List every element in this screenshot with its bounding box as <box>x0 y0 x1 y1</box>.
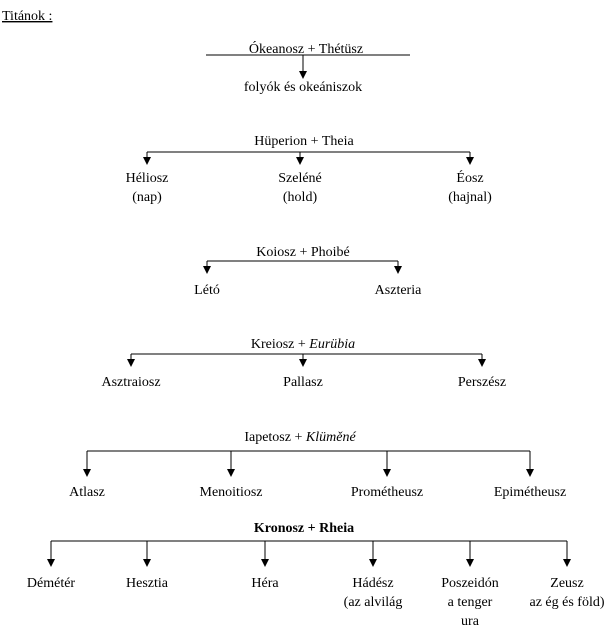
child-label: Démétér <box>27 576 76 591</box>
child-label: Zeusz <box>550 576 583 591</box>
arrow-head <box>143 559 151 567</box>
child-label: Hesztia <box>126 576 169 591</box>
child-label: folyók és okeániszok <box>244 80 362 95</box>
parents-title: Kreiosz + Eurübia <box>251 337 355 352</box>
plus-sign: + <box>307 134 322 149</box>
parent-name: Kronosz <box>254 521 304 536</box>
child-label: Aszteria <box>375 283 422 298</box>
parent-name: Hüperion <box>254 134 307 149</box>
child-label: Szeléné <box>278 171 322 186</box>
child-label: ura <box>461 614 480 629</box>
arrow-head <box>83 469 91 477</box>
arrow-head <box>203 266 211 274</box>
arrow-head <box>563 559 571 567</box>
arrow-head <box>143 157 151 165</box>
parent-name: Theia <box>322 134 355 149</box>
parents-title: Ókeanosz + Thétüsz <box>249 40 363 57</box>
child-label: Éosz <box>456 169 483 186</box>
parent-name: Klüměné <box>305 430 357 445</box>
child-label: Poszeidón <box>441 576 499 591</box>
child-label: Létó <box>194 283 220 298</box>
plus-sign: + <box>294 337 309 352</box>
plus-sign: + <box>296 245 311 260</box>
parents-title: Koiosz + Phoibé <box>256 245 349 260</box>
arrow-head <box>526 469 534 477</box>
child-label: Hádész <box>352 576 393 591</box>
parents-title: Kronosz + Rheia <box>254 521 354 536</box>
family-groups: Ókeanosz + Thétüsz folyók és okeániszokHü… <box>27 40 605 629</box>
parent-name: Ókeanosz <box>249 40 304 57</box>
child-label: Prométheusz <box>351 485 423 500</box>
child-label: (hajnal) <box>448 190 492 205</box>
child-label: a tenger <box>448 595 493 610</box>
child-label: Asztraiosz <box>101 375 160 390</box>
parent-name: Eurübia <box>308 337 355 352</box>
arrow-head <box>47 559 55 567</box>
arrow-head <box>296 157 304 165</box>
parent-name: Rheia <box>319 521 354 536</box>
parents-title: Iapetosz + Klüměné <box>244 430 356 445</box>
child-label: (hold) <box>283 190 318 205</box>
parent-name: Phoibé <box>311 245 350 260</box>
arrow-head <box>383 469 391 477</box>
arrow-head <box>478 359 486 367</box>
arrow-head <box>127 359 135 367</box>
child-label: (nap) <box>132 190 162 205</box>
plus-sign: + <box>304 521 319 536</box>
arrow-head <box>466 559 474 567</box>
child-label: Menoitiosz <box>200 485 263 500</box>
plus-sign: + <box>291 430 306 445</box>
arrow-head <box>299 359 307 367</box>
arrow-head <box>261 559 269 567</box>
diagram-heading: Titánok : <box>2 9 52 24</box>
child-label: (az alvilág <box>344 595 403 610</box>
arrow-head <box>466 157 474 165</box>
parents-title: Hüperion + Theia <box>254 134 354 149</box>
parent-name: Thétüsz <box>319 42 363 57</box>
child-label: Pallasz <box>283 375 323 390</box>
child-label: Héliosz <box>126 171 169 186</box>
family-group: Ókeanosz + Thétüsz folyók és okeániszok <box>206 40 410 95</box>
child-label: Héra <box>251 576 279 591</box>
child-label: Atlasz <box>69 485 105 500</box>
child-label: Epimétheusz <box>494 485 566 500</box>
parent-name: Kreiosz <box>251 337 295 352</box>
plus-sign: + <box>304 42 319 57</box>
child-label: Perszész <box>458 375 506 390</box>
arrow-head <box>394 266 402 274</box>
parent-name: Koiosz <box>256 245 296 260</box>
arrow-head <box>227 469 235 477</box>
child-label: az ég és föld) <box>529 595 604 610</box>
arrow-head <box>369 559 377 567</box>
arrow-head <box>299 71 307 79</box>
parent-name: Iapetosz <box>244 430 291 445</box>
